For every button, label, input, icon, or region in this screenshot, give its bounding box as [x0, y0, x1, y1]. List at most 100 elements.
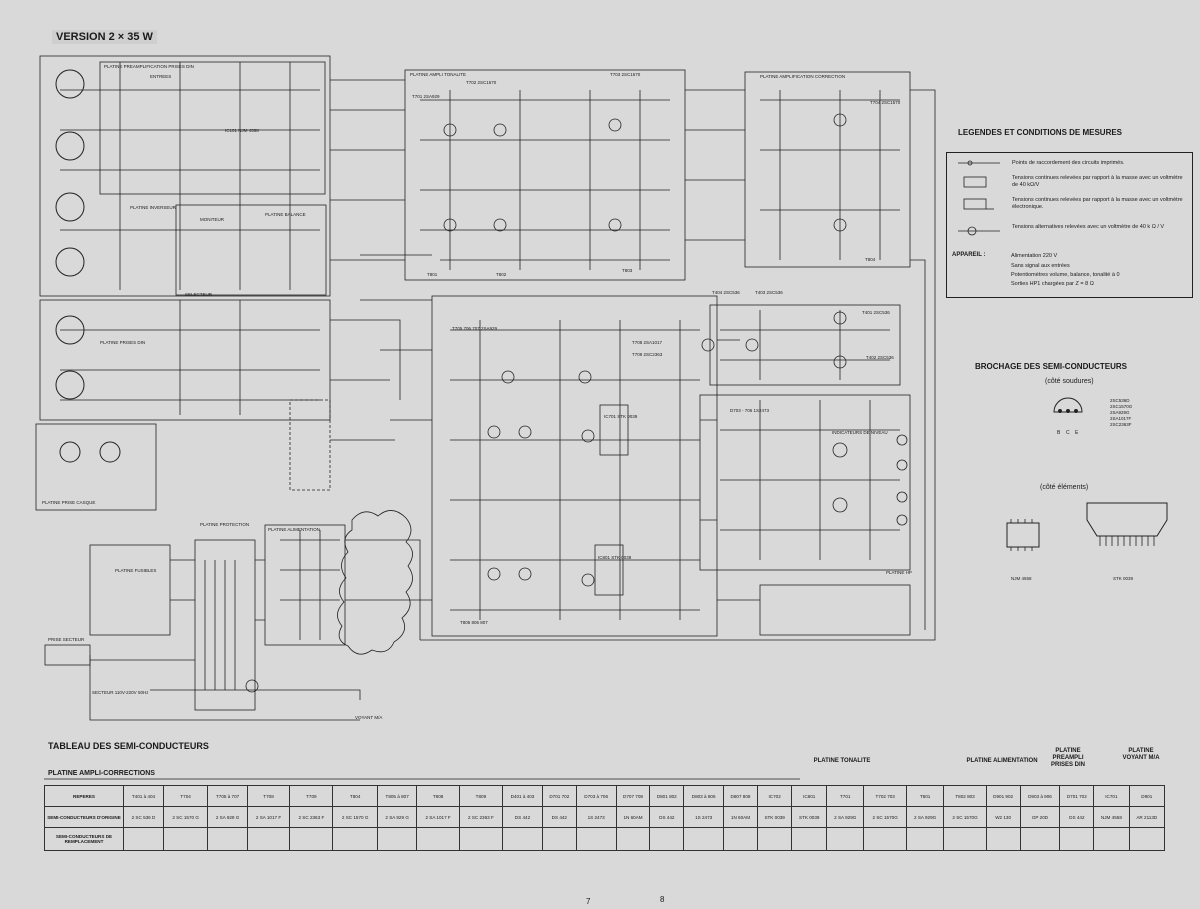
transistor-label: T703 2SC1570 — [610, 72, 641, 77]
cell-repere: T702 703 — [863, 785, 907, 807]
cell-repere: T704 — [162, 785, 209, 807]
cell-remplacement — [541, 827, 577, 851]
appareil-line: Sorties HP1 chargées par Z = 8 Ω — [1011, 281, 1094, 287]
legend-box — [946, 152, 1193, 298]
cell-origine: 2 SA 929G — [905, 806, 945, 828]
cell-origine: 1S 2473 — [575, 806, 617, 828]
cell-origine: 2 SC 1570G — [863, 806, 907, 828]
cell-repere: T805 à 807 — [376, 785, 418, 807]
brochage-title: BROCHAGE DES SEMI-CONDUCTEURS — [975, 362, 1128, 371]
cell-remplacement — [905, 827, 945, 851]
page-number: 8 — [660, 895, 665, 904]
transistor-label: T403 2SC536 — [755, 290, 783, 295]
cell-repere: T804 — [332, 785, 378, 807]
transistor-label: T401 2SC536 — [862, 310, 890, 315]
appareil-line: Alimentation 220 V — [1011, 253, 1058, 259]
cell-remplacement — [723, 827, 758, 851]
cell-remplacement — [502, 827, 543, 851]
cell-repere: T808 — [416, 785, 460, 807]
cell-repere: D701 702 — [541, 785, 577, 807]
group-header-tonalite: PLATINE TONALITE — [813, 758, 871, 764]
cell-repere: T708 — [246, 785, 291, 807]
cell-origine: DS 442 — [649, 806, 685, 828]
version-label: VERSION 2 × 35 W — [52, 30, 157, 44]
cell-origine: 2 SC 536 D — [123, 806, 164, 828]
table-subtitle: PLATINE AMPLI-CORRECTIONS — [48, 770, 155, 777]
block-label-entrees: ENTREES — [150, 74, 172, 79]
ic-label: IC701 STK 0039 — [604, 414, 638, 419]
cell-repere: T809 — [458, 785, 504, 807]
cell-origine: 2 SC 1570 G — [332, 806, 378, 828]
transistor-label: T404 2SC536 — [712, 290, 740, 295]
transistor-label: T803 — [622, 268, 633, 273]
cell-repere: D801 802 — [649, 785, 685, 807]
transistor-label: T709 2SC2363 — [632, 352, 663, 357]
table-title: TABLEAU DES SEMI-CONDUCTEURS — [48, 741, 209, 751]
row-header-reperes: REPERES — [44, 785, 124, 807]
cell-origine: STK 0039 — [791, 806, 827, 828]
block-label-platine-hp: PLATINE HP — [886, 570, 912, 575]
block-label-prise-casque: PLATINE PRISE CASQUE — [42, 500, 96, 505]
cell-origine: 2 SA 929 G — [207, 806, 248, 828]
cell-remplacement — [791, 827, 827, 851]
cell-origine: 2 SC 1570 G — [162, 806, 209, 828]
cell-repere: D707 708 — [615, 785, 651, 807]
legend-item: Tensions continues relevées par rapport … — [1012, 175, 1183, 188]
group-header-voyant: PLATINE VOYANT M/A — [1122, 748, 1160, 761]
transistor-label: T804 — [865, 257, 876, 262]
chip-label-stk0039: STK 0039 — [1113, 576, 1134, 581]
transistor-label: T801 — [427, 272, 438, 277]
transistor-label: T802 — [496, 272, 507, 277]
cell-remplacement — [123, 827, 164, 851]
cell-repere: IC701 — [1093, 785, 1130, 807]
transistor-label: T805 806 807 — [460, 620, 488, 625]
cell-remplacement — [207, 827, 248, 851]
brochage-soudures-label: (côté soudures) — [1045, 378, 1094, 385]
cell-remplacement — [575, 827, 617, 851]
cell-origine: 2 SA 929G — [825, 806, 865, 828]
transistor-type: 2SC536D — [1110, 398, 1130, 403]
brochage-elements-label: (côté éléments) — [1040, 484, 1089, 491]
cell-repere: D803 à 806 — [683, 785, 725, 807]
cell-remplacement — [649, 827, 685, 851]
block-label-tone-board: PLATINE AMPLI TONALITE — [410, 72, 467, 77]
cell-remplacement — [162, 827, 209, 851]
cell-origine: DS 442 — [1059, 806, 1095, 828]
cell-repere: T801 — [905, 785, 945, 807]
cell-origine: 1S 2473 — [683, 806, 725, 828]
transistor-label: T701 2SA929 — [412, 94, 440, 99]
cell-origine: NJM 4558 — [1093, 806, 1130, 828]
legend-title: LEGENDES ET CONDITIONS DE MESURES — [958, 128, 1123, 137]
transistor-type: 2SC1570G — [1110, 404, 1133, 409]
block-label-inverseur: PLATINE INVERSEUR — [130, 205, 176, 210]
appareil-label: APPAREIL : — [952, 252, 986, 258]
block-label-preamp: PLATINE PREAMPLIFICATION PRISES DIN — [104, 64, 194, 69]
cell-remplacement — [615, 827, 651, 851]
cell-origine: 1N 60AM — [615, 806, 651, 828]
legend-item: Tensions alternatives relevées avec un v… — [1012, 224, 1165, 230]
block-label-alimentation: PLATINE ALIMENTATION — [268, 527, 321, 532]
cell-remplacement — [332, 827, 378, 851]
cell-repere: T705 à 707 — [207, 785, 248, 807]
cell-remplacement — [1128, 827, 1166, 851]
appareil-line: Potentiomètres volume, balance, tonalité… — [1011, 272, 1120, 278]
cell-remplacement — [458, 827, 504, 851]
cell-repere: IC702 — [756, 785, 793, 807]
block-label-ic101: IC101 NJM 4558 — [225, 128, 259, 133]
block-label-moniteur: MONITEUR — [200, 217, 224, 222]
cell-origine: DS 442 — [541, 806, 577, 828]
cell-repere: D901 902 — [985, 785, 1021, 807]
transistor-label: T704 2SC1570 — [870, 100, 901, 105]
transistor-type: 2SA1017F — [1110, 416, 1132, 421]
diode-label: D703 - 706 1S2473 — [730, 408, 770, 413]
block-label-indicateurs: INDICATEURS DE NIVEAU — [832, 430, 888, 435]
cell-remplacement — [1059, 827, 1095, 851]
block-label-ampli-correction: PLATINE AMPLIFICATION CORRECTION — [760, 74, 846, 79]
cell-origine: 2 SA 929 G — [376, 806, 418, 828]
transistor-label: T402 2SC536 — [866, 355, 894, 360]
appareil-line: Sans signal aux entrées — [1011, 263, 1070, 269]
cell-remplacement — [825, 827, 865, 851]
legend-item: Tensions continues relevées par rapport … — [1012, 197, 1183, 210]
